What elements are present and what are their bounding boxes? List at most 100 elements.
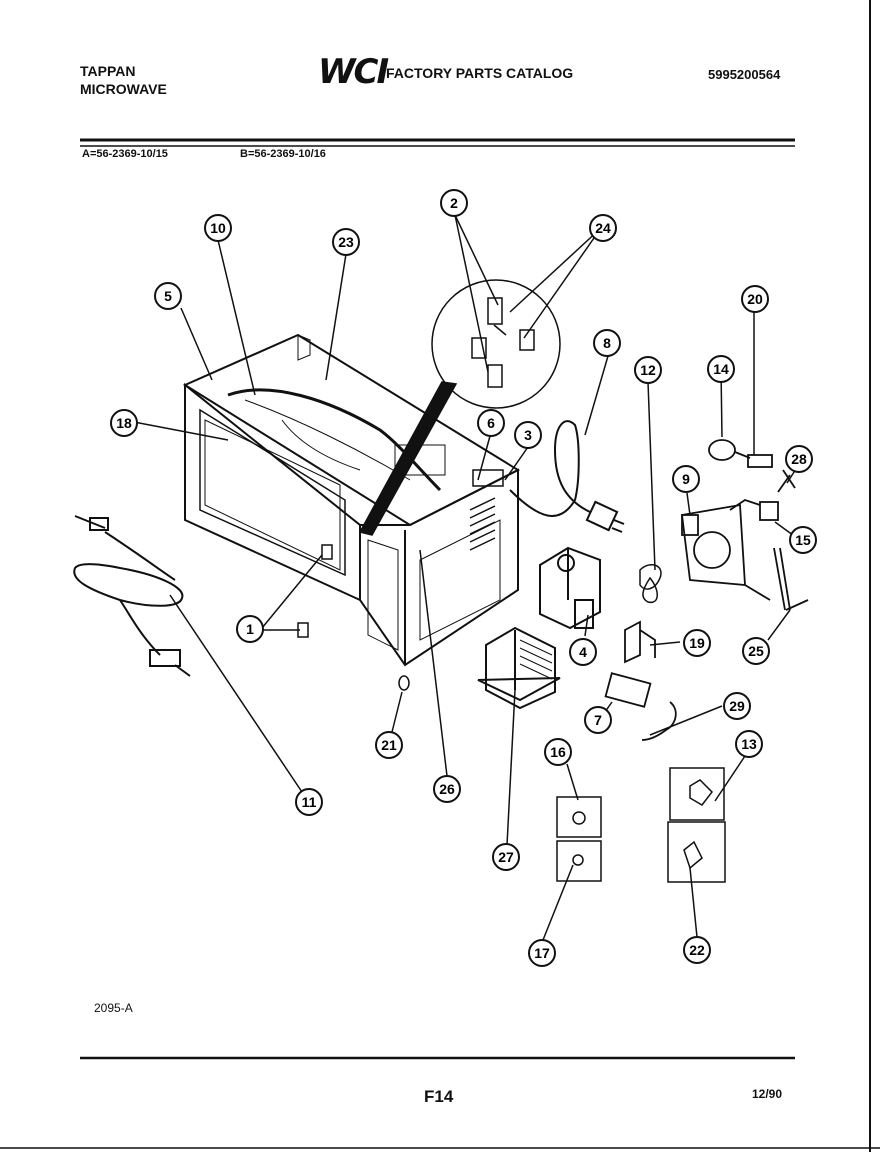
callout-circle: [593, 329, 621, 357]
callout-25: 25: [742, 637, 770, 665]
callout-number: 17: [534, 945, 550, 961]
callout-circle: [477, 409, 505, 437]
callout-16: 16: [544, 738, 572, 766]
magnetron-drawing: [539, 546, 601, 630]
callout-20: 20: [741, 285, 769, 313]
callout-leader-lines: [133, 214, 798, 941]
callout-22: 22: [683, 936, 711, 964]
callout-number: 20: [747, 291, 763, 307]
callout-circle: [514, 421, 542, 449]
power-cord-drawing: [509, 420, 625, 533]
boxed-small-parts: [556, 767, 726, 883]
callout-12: 12: [634, 356, 662, 384]
model-a-label: A=56-2369-10/15: [82, 148, 168, 160]
callout-circle: [332, 228, 360, 256]
callout-number: 28: [791, 451, 807, 467]
callout-8: 8: [593, 329, 621, 357]
small-parts-drawing: [708, 439, 809, 611]
interlock-switch-detail: [358, 279, 561, 536]
callout-number: 27: [498, 849, 514, 865]
catalog-title: FACTORY PARTS CATALOG: [386, 65, 574, 81]
page-number: F14: [424, 1087, 454, 1106]
header-rules: [80, 138, 795, 1060]
wci-logo: WCI: [318, 52, 389, 92]
callout-circle: [672, 465, 700, 493]
callout-circle: [492, 843, 520, 871]
callout-circle: [440, 189, 468, 217]
brand-line-2: MICROWAVE: [80, 81, 167, 97]
callout-2: 2: [440, 189, 468, 217]
callout-13: 13: [735, 730, 763, 758]
callout-6: 6: [477, 409, 505, 437]
callout-11: 11: [295, 788, 323, 816]
callout-number: 4: [579, 644, 587, 660]
callout-number: 25: [748, 643, 764, 659]
callout-circle: [634, 356, 662, 384]
model-b-label: B=56-2369-10/16: [240, 148, 326, 160]
callout-10: 10: [204, 214, 232, 242]
callout-23: 23: [332, 228, 360, 256]
callout-circle: [544, 738, 572, 766]
screw-and-latch-drawing: [297, 544, 410, 691]
callout-circle: [683, 936, 711, 964]
callout-4: 4: [569, 638, 597, 666]
callout-number: 11: [302, 794, 317, 810]
callout-circle: [735, 730, 763, 758]
callout-number: 13: [741, 736, 757, 752]
callout-9: 9: [672, 465, 700, 493]
callout-circle: [707, 355, 735, 383]
callout-circle: [110, 409, 138, 437]
callout-number: 2: [450, 195, 458, 211]
callout-circle: [295, 788, 323, 816]
drawing-number: 2095-A: [94, 1001, 133, 1015]
callout-circle: [723, 692, 751, 720]
callout-number: 12: [640, 362, 656, 378]
callout-number: 8: [603, 335, 611, 351]
callout-number: 7: [594, 712, 602, 728]
callout-27: 27: [492, 843, 520, 871]
callout-number: 3: [524, 427, 532, 443]
catalog-number: 5995200564: [708, 67, 781, 82]
callout-number: 18: [116, 415, 132, 431]
callout-circle: [236, 615, 264, 643]
callout-29: 29: [723, 692, 751, 720]
callout-circle: [204, 214, 232, 242]
callout-number: 29: [729, 698, 745, 714]
callout-markers: 1234567891011121314151617181920212223242…: [110, 189, 817, 967]
callout-number: 26: [439, 781, 455, 797]
callout-number: 23: [338, 234, 354, 250]
callout-number: 14: [713, 361, 729, 377]
callout-number: 24: [595, 220, 611, 236]
callout-number: 21: [381, 737, 397, 753]
callout-21: 21: [375, 731, 403, 759]
catalog-date: 12/90: [752, 1087, 783, 1101]
callout-circle: [569, 638, 597, 666]
callout-number: 15: [795, 532, 811, 548]
callout-number: 22: [689, 942, 705, 958]
heater-element-drawing: [73, 515, 191, 677]
transformer-drawing: [477, 626, 561, 710]
callout-number: 1: [246, 621, 254, 637]
callout-circle: [584, 706, 612, 734]
callout-28: 28: [785, 445, 813, 473]
callout-circle: [528, 939, 556, 967]
callout-24: 24: [589, 214, 617, 242]
fan-blade-drawing: [639, 563, 662, 604]
callout-14: 14: [707, 355, 735, 383]
callout-circle: [375, 731, 403, 759]
callout-circle: [154, 282, 182, 310]
brand-line-1: TAPPAN: [80, 63, 136, 79]
oven-chassis-drawing: [182, 333, 521, 667]
callout-number: 16: [550, 744, 566, 760]
capacitor-and-bracket-drawing: [604, 620, 677, 741]
callout-circle: [789, 526, 817, 554]
brand-name: TAPPAN MICROWAVE: [80, 62, 167, 98]
callout-circle: [683, 629, 711, 657]
callout-number: 10: [210, 220, 226, 236]
callout-26: 26: [433, 775, 461, 803]
callout-circle: [741, 285, 769, 313]
fan-motor-bracket-drawing: [681, 499, 771, 601]
callout-circle: [589, 214, 617, 242]
